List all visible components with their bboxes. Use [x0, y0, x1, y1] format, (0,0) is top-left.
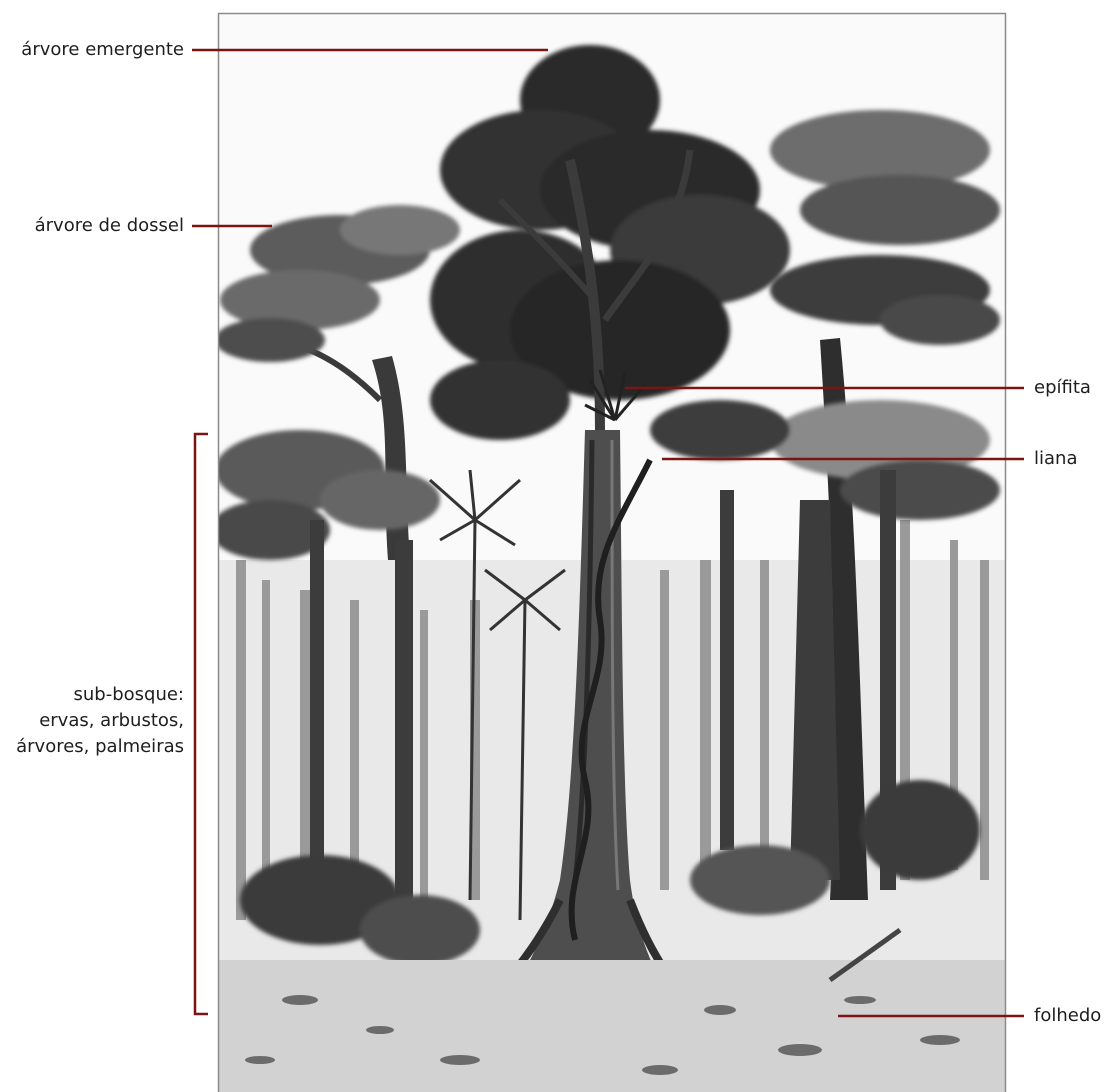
label-understory-line-1: sub-bosque:	[16, 682, 184, 708]
understory-bracket	[195, 434, 208, 1014]
label-epiphyte: epífita	[1034, 376, 1091, 400]
forest-scene	[210, 14, 1006, 1092]
label-leaf-litter: folhedo	[1034, 1004, 1101, 1028]
label-emergent-tree: árvore emergente	[21, 38, 184, 62]
label-understory-line-3: árvores, palmeiras	[16, 734, 184, 760]
label-canopy-tree: árvore de dossel	[35, 214, 184, 238]
label-liana: liana	[1034, 447, 1077, 471]
label-understory-line-2: ervas, arbustos,	[16, 708, 184, 734]
label-understory: sub-bosque: ervas, arbustos, árvores, pa…	[16, 682, 184, 760]
